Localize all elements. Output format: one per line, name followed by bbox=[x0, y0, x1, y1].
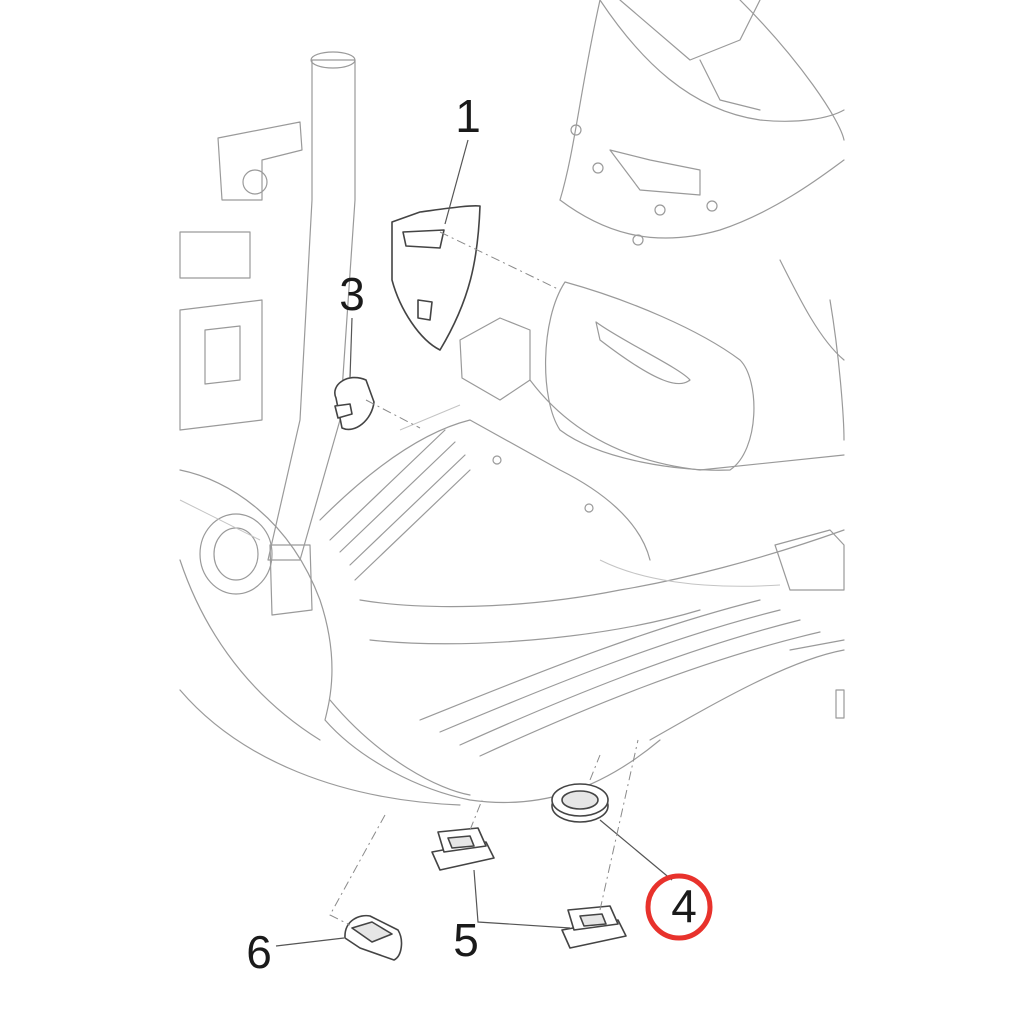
part-6-plug bbox=[275, 914, 403, 961]
part-5-plug-left bbox=[431, 827, 495, 871]
callout-5: 5 bbox=[453, 914, 479, 966]
part-4-grommet bbox=[551, 783, 673, 881]
callout-1: 1 bbox=[455, 90, 481, 142]
highlight-ring bbox=[645, 873, 713, 941]
part-3-clip bbox=[334, 317, 375, 431]
part-5-leader bbox=[473, 869, 571, 929]
callout-4: 4 bbox=[671, 880, 697, 932]
callout-3: 3 bbox=[339, 268, 365, 320]
part-1-cover bbox=[391, 139, 481, 351]
assembly-lines bbox=[329, 231, 639, 926]
part-5-plug-right bbox=[561, 905, 627, 949]
callout-6: 6 bbox=[246, 926, 272, 978]
scooter-frame bbox=[179, 0, 845, 806]
